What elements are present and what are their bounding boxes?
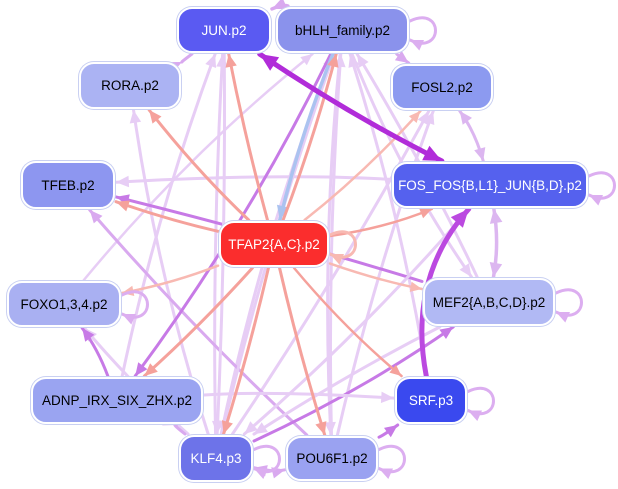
edge [252, 325, 442, 436]
node-label: MEF2{A,B,C,D}.p2 [432, 294, 546, 310]
edge-arrowhead [408, 111, 421, 123]
node-label: FOS_FOS{B,L1}_JUN{B,D}.p2 [398, 177, 582, 193]
node-klf4[interactable]: KLF4.p3 [179, 435, 253, 482]
edge-arrowhead [394, 50, 409, 63]
edge [227, 52, 269, 222]
edge [82, 52, 314, 282]
node-foxo[interactable]: FOXO1,3,4.p2 [7, 281, 121, 327]
edge [257, 51, 445, 164]
edge [133, 52, 333, 378]
edge-arrowhead [205, 54, 217, 68]
edge-arrowhead [122, 314, 136, 325]
edge-arrowhead [327, 54, 339, 68]
node-label: KLF4.p3 [190, 451, 242, 466]
node-label: SRF.p3 [408, 393, 454, 408]
edge [147, 108, 251, 222]
node-jun[interactable]: JUN.p2 [177, 7, 271, 53]
edge-arrowhead [225, 54, 237, 68]
node-label: FOXO1,3,4.p2 [20, 296, 108, 312]
edge-arrowhead [254, 422, 268, 435]
edge [120, 52, 217, 378]
node-label: FOSL2.p2 [411, 79, 473, 95]
node-label: TFAP2{A,C}.p2 [228, 236, 320, 252]
edge-arrowhead [379, 468, 393, 479]
edge [554, 288, 583, 317]
node-label: ADNP_IRX_SIX_ZHX.p2 [41, 393, 193, 408]
edge-arrowhead [221, 420, 233, 434]
edge [242, 207, 471, 436]
edge-arrowhead [422, 145, 442, 161]
edge-arrowhead [330, 254, 344, 265]
edge [281, 52, 338, 222]
node-srf[interactable]: SRF.p3 [395, 377, 467, 424]
edge-arrowhead [89, 210, 103, 224]
edge-arrowhead [489, 262, 503, 277]
edge-arrowhead [357, 54, 369, 68]
edge-arrowhead [216, 54, 228, 68]
edge-arrowhead [459, 263, 472, 277]
edge-arrowhead [468, 410, 482, 421]
edge [142, 266, 254, 378]
edge-arrowhead [384, 425, 398, 438]
node-mef2[interactable]: MEF2{A,B,C,D}.p2 [423, 278, 555, 326]
edge-arrowhead [116, 175, 130, 188]
edge [213, 52, 225, 436]
edge-arrowhead [439, 327, 454, 339]
edge-arrowhead [409, 281, 422, 292]
edge-arrowhead [259, 54, 280, 71]
node-label: RORA.p2 [101, 78, 159, 93]
edge-arrowhead [82, 328, 95, 342]
edge [180, 52, 194, 64]
edge-arrowhead [254, 468, 268, 479]
node-bhlh[interactable]: bHLH_family.p2 [276, 7, 409, 53]
edge [292, 266, 403, 378]
edge [88, 208, 309, 437]
edge-arrowhead [129, 110, 142, 124]
edge [278, 266, 327, 437]
edge-arrowhead [389, 364, 402, 376]
edge [252, 325, 455, 443]
edge [408, 16, 437, 45]
edge [377, 444, 406, 474]
edge-arrowhead [489, 209, 503, 224]
node-tfap2[interactable]: TFAP2{A,C}.p2 [219, 221, 329, 267]
edge [120, 290, 149, 319]
edge-arrowhead [135, 362, 148, 376]
edge-arrowhead [244, 421, 258, 434]
edge [303, 109, 422, 222]
node-rora[interactable]: RORA.p2 [79, 62, 181, 109]
edge [466, 386, 495, 416]
node-label: TFEB.p2 [41, 177, 95, 193]
edge-arrowhead [410, 40, 424, 51]
edge-arrowhead [324, 421, 336, 435]
node-label: bHLH_family.p2 [294, 22, 391, 38]
edge-arrowhead [423, 111, 435, 125]
edge-arrowhead [212, 420, 224, 434]
node-label: JUN.p2 [201, 22, 247, 38]
edge-arrowhead [474, 147, 486, 161]
edge-arrowhead [589, 195, 603, 206]
node-pou6f1[interactable]: POU6F1.p2 [286, 436, 378, 481]
node-label: POU6F1.p2 [296, 451, 368, 466]
node-fosl2[interactable]: FOSL2.p2 [391, 64, 493, 110]
edge-arrowhead [315, 421, 327, 435]
node-tfeb[interactable]: TFEB.p2 [21, 161, 115, 209]
edge-arrowhead [556, 312, 570, 323]
edge-arrowhead [450, 209, 469, 228]
edge [278, 52, 335, 222]
edge-arrowhead [272, 0, 288, 10]
edge [202, 391, 396, 400]
edge-arrowhead [419, 208, 432, 219]
node-adnp[interactable]: ADNP_IRX_SIX_ZHX.p2 [31, 377, 203, 424]
node-fos[interactable]: FOS_FOS{B,L1}_JUN{B,D}.p2 [392, 162, 588, 208]
edge [222, 266, 270, 436]
edge [587, 171, 616, 200]
edge-arrowhead [149, 110, 162, 124]
edge-arrowhead [459, 111, 472, 125]
edge-arrowhead [116, 200, 130, 212]
edge-arrowhead [144, 363, 158, 376]
edge-arrowhead [300, 54, 313, 66]
edge-arrowhead [380, 391, 394, 404]
